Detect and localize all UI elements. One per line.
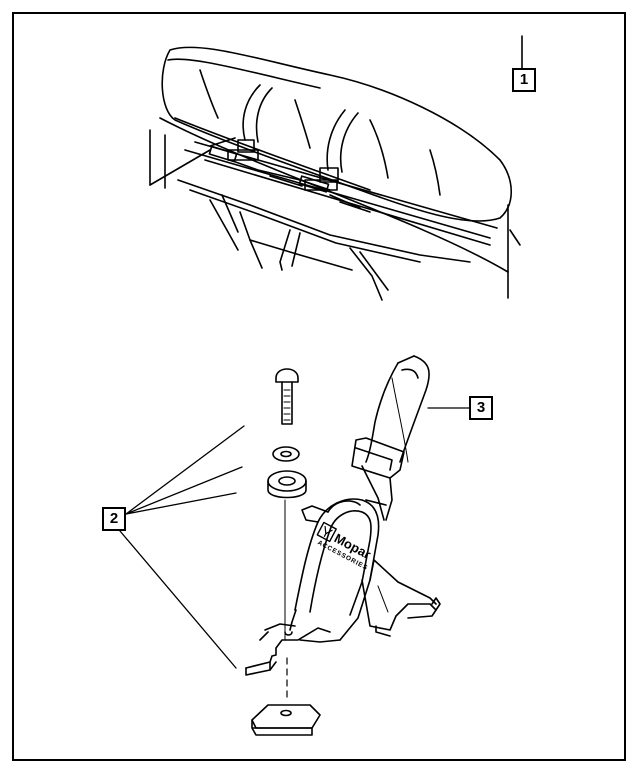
t-nut [251,704,321,736]
callout-1: 1 [512,68,536,92]
hardware-illustration: Mopar ACCESSORIES [119,355,470,736]
mopar-logo: Mopar ACCESSORIES [316,521,373,572]
strap [351,355,430,521]
spacer-grommet [267,470,307,499]
diagram-frame [12,12,626,761]
callout-3: 3 [469,396,493,420]
strap-bracket [245,498,441,676]
bolt [275,368,299,425]
callout-2: 2 [102,507,126,531]
lock-washer [272,446,300,462]
roof-bag-illustration [149,35,523,301]
